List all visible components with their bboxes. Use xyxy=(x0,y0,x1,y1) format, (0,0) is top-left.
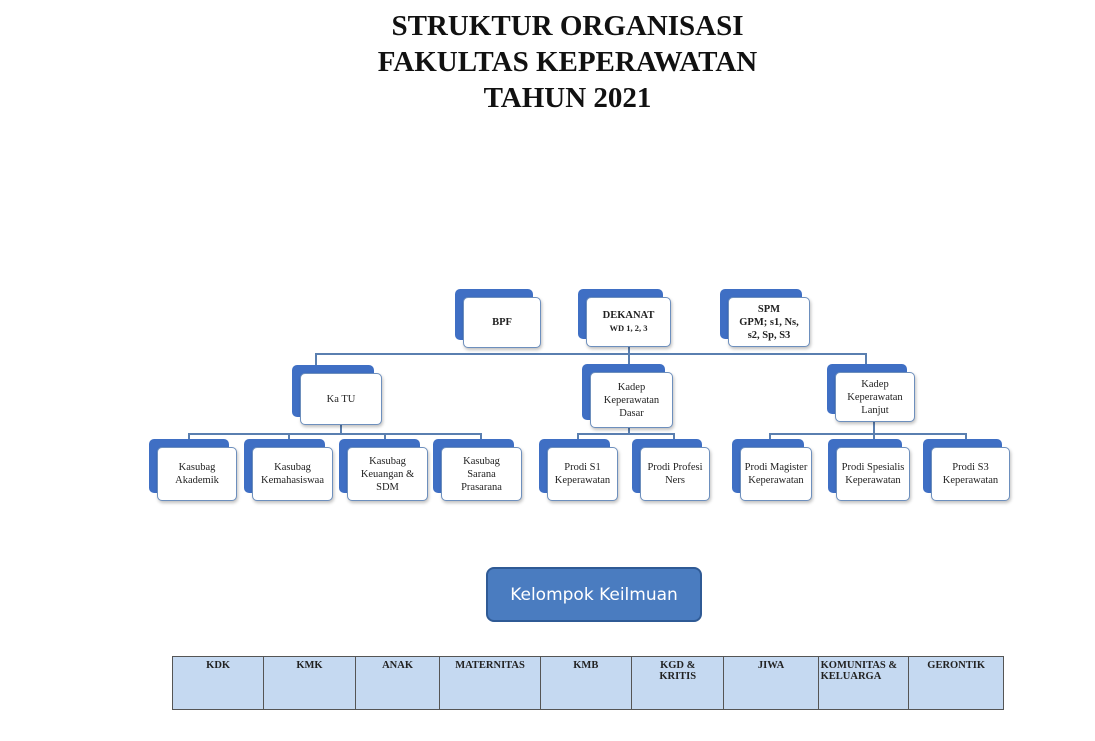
cell-label: GERONTIK xyxy=(927,660,986,671)
node-label: SPM xyxy=(757,303,781,315)
table-cell: ANAK xyxy=(354,656,441,710)
title-line: TAHUN 2021 xyxy=(483,82,652,114)
node-bpf: BPF xyxy=(455,289,541,348)
node-label: SDM xyxy=(376,481,399,493)
node-label: Kasubag xyxy=(463,455,500,467)
node-label: Keperawatan xyxy=(942,475,999,486)
cell-label: KDK xyxy=(206,660,231,671)
table-cell: KMK xyxy=(263,656,356,710)
node-label: Kadep xyxy=(617,381,646,393)
node-label: Keperawatan xyxy=(748,475,804,486)
cell-label: KGD & xyxy=(660,660,696,671)
node-unit: Prodi S1 Keperawatan xyxy=(539,439,618,501)
node-label: Lanjut xyxy=(861,404,889,416)
table-cell: MATERNITAS xyxy=(439,656,541,710)
node-unit: Prodi S3 Keperawatan xyxy=(923,439,1010,501)
node-label: Kasubag xyxy=(178,462,216,473)
node-label: Keperawatan xyxy=(845,475,901,486)
connector xyxy=(865,353,867,372)
connector xyxy=(188,433,481,435)
cell-label: KOMUNITAS & xyxy=(820,660,898,671)
node-label: Keperawatan xyxy=(603,394,660,406)
node-label: BPF xyxy=(492,317,512,328)
connector xyxy=(628,347,630,372)
kelompok-keilmuan-table: KDK KMK ANAK MATERNITAS KMB KGD &KRITIS JIWA KO… xyxy=(171,656,1004,710)
cell-label: KMB xyxy=(573,660,599,671)
node-sublabel: GPM; s1, Ns, xyxy=(739,316,799,328)
node-ka-tu: Ka TU xyxy=(292,365,382,425)
node-label: Kasubag xyxy=(274,462,311,473)
page-title: STRUKTUR ORGANISASI FAKULTAS KEPERAWATAN… xyxy=(0,8,1095,116)
node-label: Ners xyxy=(665,475,685,486)
node-label: Kemahasiswaa xyxy=(261,475,324,486)
node-sublabel: s2, Sp, S3 xyxy=(747,329,791,341)
node-label: Prodi Magister xyxy=(744,462,808,473)
table-cell: KGD &KRITIS xyxy=(630,656,725,710)
connector xyxy=(769,433,966,435)
connector xyxy=(315,353,866,355)
node-dekanat: DEKANAT WD 1, 2, 3 xyxy=(578,289,671,347)
table-cell: JIWA xyxy=(723,656,819,710)
node-label: Sarana xyxy=(467,468,496,480)
connector xyxy=(577,433,674,435)
node-label: Keperawatan xyxy=(554,475,611,486)
node-label: Ka TU xyxy=(326,393,356,405)
cell-label: KRITIS xyxy=(659,671,697,682)
connector xyxy=(315,353,317,372)
title-line: FAKULTAS KEPERAWATAN xyxy=(377,46,758,78)
node-label: Dasar xyxy=(619,407,644,419)
connector xyxy=(873,422,875,434)
title-line: STRUKTUR ORGANISASI xyxy=(391,10,744,42)
node-label: Akademik xyxy=(175,475,219,486)
node-label: Keuangan & xyxy=(360,468,415,480)
node-label: Keperawatan xyxy=(847,391,903,403)
node-label: Prodi S1 xyxy=(564,462,601,473)
table-cell: GERONTIK xyxy=(908,656,1004,710)
node-label: Kasubag xyxy=(369,455,406,467)
node-label: Prodi Spesialis xyxy=(841,462,905,473)
node-label: Prodi S3 xyxy=(952,462,989,473)
cell-label: KMK xyxy=(296,660,323,671)
node-label: DEKANAT xyxy=(602,310,655,321)
cell-label: KELUARGA xyxy=(820,671,882,682)
node-sublabel: WD 1, 2, 3 xyxy=(609,323,648,333)
kelompok-keilmuan-button[interactable]: Kelompok Keilmuan xyxy=(486,567,702,622)
node-label: Prasarana xyxy=(461,481,502,493)
table-cell: KDK xyxy=(171,656,265,710)
cell-label: MATERNITAS xyxy=(455,660,525,671)
node-label: Prodi Profesi xyxy=(647,462,703,473)
cell-label: ANAK xyxy=(382,660,414,671)
node-label: Kadep xyxy=(861,378,889,390)
connector xyxy=(340,425,342,434)
table-cell: KOMUNITAS &KELUARGA xyxy=(817,656,910,710)
cell-label: JIWA xyxy=(757,660,785,671)
table-cell: KMB xyxy=(539,656,632,710)
connector xyxy=(628,428,630,434)
